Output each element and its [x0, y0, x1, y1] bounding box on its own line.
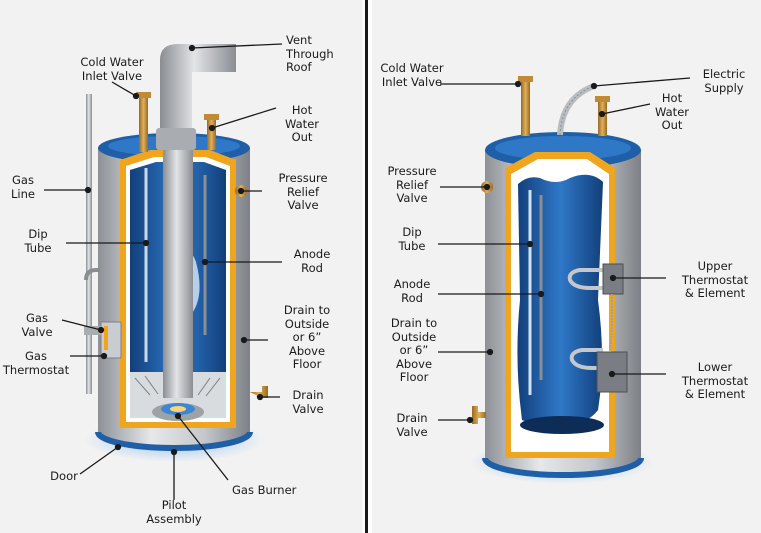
label-pilot-assembly: Pilot Assembly	[146, 498, 202, 526]
label-gas-hot-water-out: Hot Water Out	[285, 103, 319, 144]
label-electric-dip-tube: Dip Tube	[398, 225, 426, 253]
label-gas-thermostat: Gas Thermostat	[2, 349, 70, 377]
label-upper-thermostat-element: Upper Thermostat & Element	[681, 259, 749, 300]
label-electric-anode-rod: Anode Rod	[393, 277, 431, 305]
label-electric-drain-to-outside: Drain to Outside or 6” Above Floor	[390, 316, 438, 384]
panel-divider	[365, 0, 368, 533]
electric-water-heater	[470, 76, 654, 484]
label-gas-cold-water-inlet-valve: Cold Water Inlet Valve	[80, 55, 144, 83]
label-gas-pressure-relief-valve: Pressure Relief Valve	[278, 171, 328, 212]
label-gas-drain-valve: Drain Valve	[292, 388, 324, 416]
label-gas-dip-tube: Dip Tube	[24, 227, 52, 255]
label-electric-hot-water-out: Hot Water Out	[655, 91, 689, 132]
label-electric-pressure-relief-valve: Pressure Relief Valve	[387, 164, 437, 205]
gas-water-heater	[84, 44, 268, 462]
label-gas-drain-to-outside: Drain to Outside or 6” Above Floor	[283, 303, 331, 371]
label-electric-drain-valve: Drain Valve	[396, 411, 428, 439]
label-electric-cold-water-inlet-valve: Cold Water Inlet Valve	[380, 61, 444, 89]
label-gas-burner: Gas Burner	[232, 483, 297, 497]
label-vent-through-roof: Vent Through Roof	[286, 33, 334, 74]
label-gas-valve: Gas Valve	[21, 311, 53, 339]
label-gas-anode-rod: Anode Rod	[293, 247, 331, 275]
label-electric-supply: Electric Supply	[702, 67, 746, 95]
label-door: Door	[50, 469, 78, 483]
label-gas-line: Gas Line	[11, 173, 35, 201]
label-lower-thermostat-element: Lower Thermostat & Element	[681, 360, 749, 401]
leader-lines	[44, 43, 691, 500]
